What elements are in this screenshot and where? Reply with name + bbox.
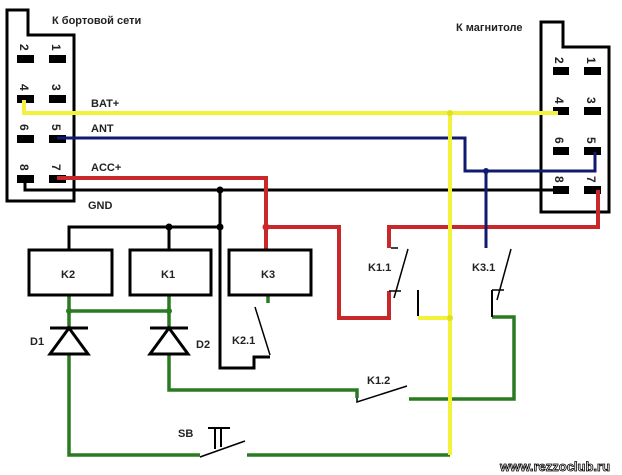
relay-k3-label: K3 [261,269,275,281]
junction [483,168,489,174]
right-connector-outline [539,20,611,214]
junction [166,308,172,314]
push-button-sb[interactable] [199,427,246,458]
acc-label: ACC+ [91,162,121,174]
junction [447,315,453,321]
pin [584,67,601,75]
contact-k21 [254,306,271,356]
pin-label: 3 [49,84,63,91]
pin [553,147,569,155]
pin-label: 1 [49,44,63,51]
contact-k12-label: K1.2 [367,375,390,387]
pin [553,107,569,115]
contact-k12 [356,385,408,404]
pin-label: 3 [584,97,598,104]
bat-wire [22,100,558,115]
diode-d1-label: D1 [30,336,44,348]
bat-wires [22,100,558,455]
junction [447,110,453,116]
pin-label: 6 [17,124,31,131]
control-wires [66,295,516,457]
k12-left-wire [167,354,359,398]
bat-label: BAT+ [91,98,119,110]
pin [49,55,66,63]
junction [66,308,72,314]
junction [216,223,224,231]
ground-wires [23,182,556,370]
ant-label: ANT [91,123,114,135]
pin-label: 1 [584,57,598,64]
right-connector-title: К магнитоле [456,22,523,34]
relay-k3 [227,248,313,297]
k12-k31-wire [409,315,516,401]
left-connector: 2 1 4 3 6 5 8 7 [5,8,76,203]
junction [216,186,224,194]
gnd-label: GND [88,200,113,212]
k21-ground-wire [218,190,270,370]
junction [165,223,173,231]
pin [17,135,34,143]
diode-d2-label: D2 [196,339,210,351]
pin-label: 7 [49,164,63,171]
pin-label: 2 [552,57,566,64]
relay-k1 [128,248,213,297]
pin [553,186,569,194]
relay-k1-label: K1 [161,269,175,281]
pin-label: 6 [552,137,566,144]
relay-k2-label: K2 [61,269,75,281]
pin-label: 2 [17,44,31,51]
left-connector-title: К бортовой сети [52,15,141,27]
pin [49,95,66,103]
pin-label: 4 [552,97,566,104]
contact-k31-label: K3.1 [472,262,495,274]
button-sb-label: SB [178,428,193,440]
pin [584,107,601,115]
pin-label: 7 [584,176,598,183]
ant-wire [57,136,597,173]
relay-k2 [27,248,114,297]
acc-k11-wire [266,225,391,320]
ant-wires [57,136,597,248]
relay-ground-bus [67,225,220,250]
pin-label: 5 [584,137,598,144]
radio-acc-wire [387,190,600,248]
left-connector-outline [5,8,76,203]
pin [584,147,601,155]
pin [17,55,34,63]
pin-label: 8 [17,164,31,171]
contact-k21-label: K2.1 [232,335,255,347]
contact-k11 [389,247,419,316]
contact-k11-label: K1.1 [368,262,391,274]
sb-left-wire [67,354,200,457]
gnd-wire [23,182,556,192]
right-connector: 2 1 4 3 6 5 8 7 [539,20,611,214]
watermark: www.rezzoclub.ru [499,459,610,474]
acc-wires [57,176,600,320]
pin-label: 4 [17,84,31,91]
pin [584,186,601,194]
diode-d1 [47,325,91,356]
pin [17,175,34,183]
contact-k31 [491,248,512,317]
pin [553,67,569,75]
diode-d2 [147,325,191,356]
pin-label: 5 [49,124,63,131]
junction [262,223,270,231]
pin-label: 8 [552,176,566,183]
pin [17,95,34,103]
